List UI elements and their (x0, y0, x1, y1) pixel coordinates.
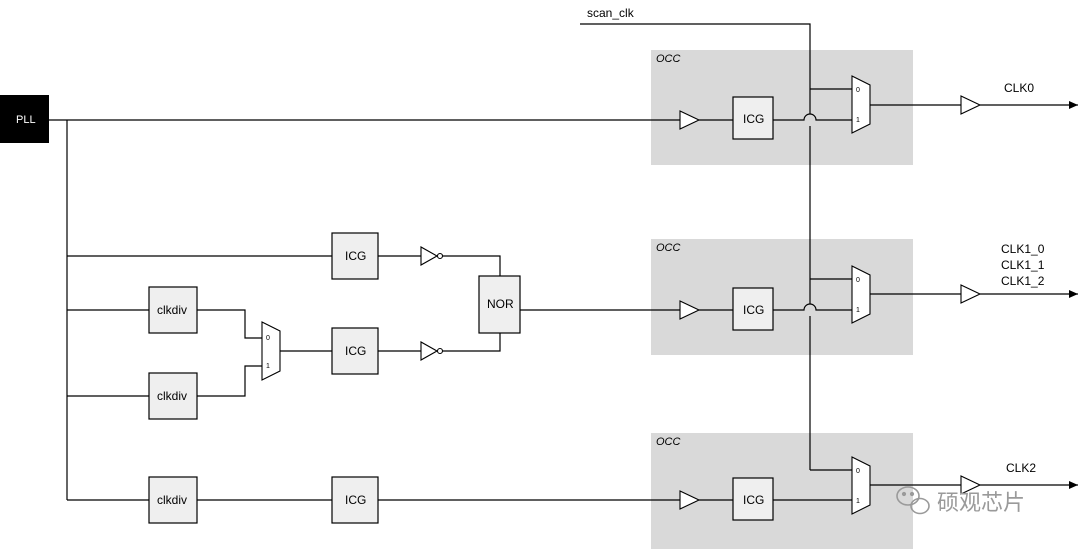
clk1-0-label: CLK1_0 (1001, 242, 1045, 256)
icg-label-mid: ICG (345, 344, 366, 358)
inv-top-to-nor-wire (443, 255, 501, 276)
occ0-mux-in1: 1 (856, 117, 860, 124)
clk0-label: CLK0 (1004, 81, 1034, 95)
clkdiv-top-to-mux-wire (197, 309, 262, 339)
icg-label-bot: ICG (345, 493, 366, 507)
clkdiv-label-top: clkdiv (157, 303, 187, 317)
wechat-icon (896, 486, 930, 515)
occ2-icg-block (732, 477, 774, 521)
mux-internal (261, 321, 281, 381)
pll-label: PLL (16, 114, 36, 126)
clk1-1-label: CLK1_1 (1001, 258, 1045, 272)
inverter-bottom-bubble (436, 347, 444, 355)
mux-internal-in1: 1 (266, 363, 270, 370)
occ0-icg-label: ICG (743, 112, 764, 126)
occ1-buffer (679, 300, 701, 320)
nor-block (478, 275, 521, 334)
clkdiv-label-mid: clkdiv (157, 389, 187, 403)
occ0-icg-block (732, 96, 774, 140)
icg-block-bot (331, 476, 379, 524)
inverter-top (420, 246, 439, 266)
occ1-mux-in1: 1 (856, 307, 860, 314)
occ1-icg-label: ICG (743, 303, 764, 317)
scan-clk-label: scan_clk (587, 6, 635, 20)
nor-label: NOR (487, 297, 514, 311)
icg-block-mid (331, 327, 379, 375)
clk0-buffer (960, 95, 982, 115)
clk1-2-label: CLK1_2 (1001, 274, 1045, 288)
occ1-icg-to-mux-wire (773, 303, 852, 311)
scan-clk-wire (580, 23, 811, 114)
occ2-mux-in0: 0 (856, 468, 860, 475)
occ0-buffer (679, 110, 701, 130)
occ-region-1 (651, 239, 913, 355)
occ2-buffer (679, 490, 701, 510)
clk1-buffer (960, 284, 982, 304)
occ1-icg-block (732, 287, 774, 331)
clkdiv-mid-to-mux-wire (197, 365, 262, 397)
occ0-icg-to-mux-wire (773, 113, 852, 121)
occ-label-0: OCC (656, 53, 681, 65)
occ-label-1: OCC (656, 242, 681, 254)
occ0-mux (851, 75, 871, 134)
clk2-buffer (960, 475, 982, 495)
watermark-text: 硕观芯片 (937, 491, 1025, 516)
occ1-mux (851, 265, 871, 324)
occ0-mux-in0: 0 (856, 87, 860, 94)
clk2-label: CLK2 (1006, 461, 1036, 475)
occ-region-2 (651, 433, 913, 549)
clkdiv-label-bot: clkdiv (157, 493, 187, 507)
occ2-mux-in1: 1 (856, 498, 860, 505)
inverter-bottom (420, 341, 439, 361)
pll-block (0, 95, 49, 143)
mux-internal-in0: 0 (266, 335, 270, 342)
occ-region-0 (651, 50, 913, 165)
clkdiv-block-top (148, 286, 198, 334)
clkdiv-block-mid (148, 372, 198, 420)
clkdiv-block-bot (148, 476, 198, 524)
icg-label-top: ICG (345, 249, 366, 263)
occ2-mux (851, 456, 871, 515)
occ-label-2: OCC (656, 436, 681, 448)
occ1-mux-in0: 0 (856, 277, 860, 284)
occ2-icg-label: ICG (743, 493, 764, 507)
inv-bottom-to-nor-wire (443, 333, 501, 352)
inverter-top-bubble (436, 252, 444, 260)
